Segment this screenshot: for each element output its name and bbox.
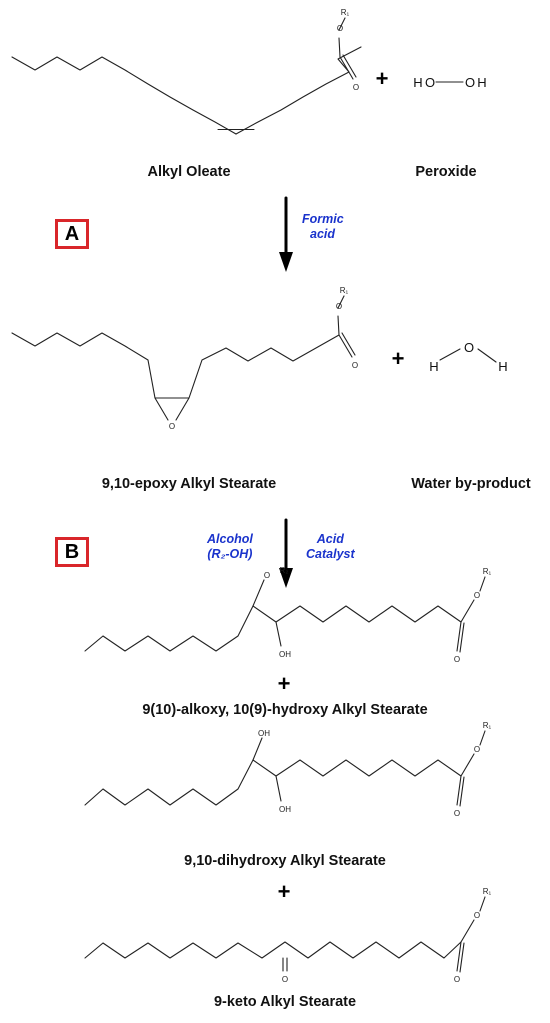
condition-a-line1: Formic [302, 212, 344, 226]
plus-products-a: + [391, 346, 405, 371]
epoxy-chain [11, 332, 340, 421]
oleate-ester [338, 17, 357, 80]
keto-r1: R₁ [483, 887, 492, 896]
label-water-byproduct: Water by-product [411, 476, 531, 492]
epoxide-oxygen: O [169, 422, 175, 431]
dihydroxy-r1: R₁ [483, 721, 492, 730]
alkoxy-chain [84, 579, 462, 652]
label-epoxy-stearate: 9,10-epoxy Alkyl Stearate [101, 476, 277, 492]
alkoxy-ester [456, 576, 486, 653]
peroxide-h-left: H [413, 75, 422, 90]
epoxy-ester-oxygen: O [336, 302, 342, 311]
condition-b-left-line2: (R₂-OH) [207, 547, 253, 561]
alkoxy-carbonyl-oxygen: O [454, 655, 460, 664]
dihydroxy-chain [84, 737, 462, 806]
oleate-ester-oxygen: O [337, 24, 343, 33]
alkoxy-ester-oxygen: O [474, 591, 480, 600]
epoxy-r1: R₁ [340, 286, 349, 295]
dihydroxy-ester-oxygen: O [474, 745, 480, 754]
step-b-box: B [55, 537, 89, 567]
label-peroxide: Peroxide [415, 164, 477, 180]
oleate-carbonyl-oxygen: O [353, 83, 359, 92]
condition-acid-catalyst: Acid Catalyst [306, 532, 355, 562]
label-alkyl-oleate: Alkyl Oleate [147, 164, 231, 180]
oleate-chain [11, 46, 362, 135]
plus-reactants: + [375, 66, 389, 91]
alkoxy-oxygen: O [264, 571, 270, 580]
label-keto-stearate: 9-keto Alkyl Stearate [213, 994, 357, 1010]
step-a-box: A [55, 219, 89, 249]
dihydroxy-ester [456, 730, 486, 807]
label-dihydroxy-stearate: 9,10-dihydroxy Alkyl Stearate [184, 853, 386, 869]
water-oxygen: O [464, 340, 474, 355]
plus-product-3: + [277, 879, 291, 904]
keto-chain [84, 941, 462, 972]
keto-ester [456, 896, 486, 973]
dihydroxy-hydroxyl-top: OH [258, 729, 270, 738]
plus-product-2: + [277, 671, 291, 696]
water-h-right: H [498, 359, 507, 374]
water-h-left: H [429, 359, 438, 374]
epoxy-carbonyl-oxygen: O [352, 361, 358, 370]
arrow-a-head [279, 252, 293, 272]
alkoxy-hydroxyl: OH [279, 650, 291, 659]
condition-a-line2: acid [310, 227, 336, 241]
alkoxy-r2: R₂ [280, 566, 289, 575]
peroxide-o-right: O [465, 75, 475, 90]
dihydroxy-hydroxyl-bottom: OH [279, 805, 291, 814]
keto-carbonyl-oxygen: O [454, 975, 460, 984]
condition-b-left-line1: Alcohol [207, 532, 253, 546]
condition-b-right-line2: Catalyst [306, 547, 355, 561]
condition-alcohol: Alcohol (R₂-OH) [207, 532, 253, 562]
peroxide-o-left: O [425, 75, 435, 90]
condition-formic-acid: Formic acid [302, 212, 344, 242]
label-alkoxy-hydroxy-stearate: 9(10)-alkoxy, 10(9)-hydroxy Alkyl Steara… [142, 702, 428, 718]
oleate-r1: R₁ [341, 8, 350, 17]
keto-ester-oxygen: O [474, 911, 480, 920]
dihydroxy-carbonyl-oxygen: O [454, 809, 460, 818]
keto-oxygen: O [282, 975, 288, 984]
peroxide-h-right: H [477, 75, 486, 90]
epoxy-ester [337, 295, 356, 358]
alkoxy-r1: R₁ [483, 567, 492, 576]
water-bonds [439, 348, 497, 363]
condition-b-right-line1: Acid [316, 532, 344, 546]
arrow-b-head [279, 568, 293, 588]
